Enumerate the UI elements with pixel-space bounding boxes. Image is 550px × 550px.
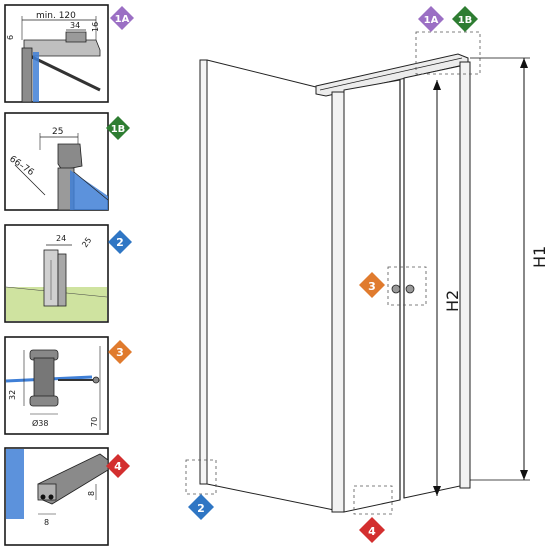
dim-34: 34 [70, 21, 80, 30]
dim-32: 32 [8, 390, 17, 400]
svg-text:1A: 1A [424, 15, 439, 26]
badge-1b-main: 1B [452, 6, 478, 32]
h1-label: H1 [530, 246, 549, 268]
callout-box-1 [415, 31, 481, 75]
badge-1b: 1B [106, 116, 130, 140]
shower-enclosure [199, 53, 471, 513]
detail-3-panel: 32 Ø38 70 [4, 336, 109, 435]
callout-box-4 [353, 485, 393, 515]
svg-text:1B: 1B [458, 15, 473, 26]
badge-3: 3 [108, 340, 132, 364]
badge-1a: 1A [110, 6, 134, 30]
detail-1b-panel: 25 66–76 [4, 112, 109, 211]
badge-4-main: 4 [359, 517, 385, 543]
badge-2-main: 2 [188, 494, 214, 520]
h2-label: H2 [443, 290, 462, 312]
dim-70: 70 [90, 417, 99, 427]
badge-1a-main: 1A [418, 6, 444, 32]
detail-2-panel: 24 25 [4, 224, 109, 323]
svg-text:3: 3 [116, 346, 124, 359]
dim-min-120: min. 120 [36, 11, 76, 21]
dim-8-width: 8 [44, 518, 49, 527]
badge-4: 4 [106, 454, 130, 478]
dimension-h2: H2 [433, 80, 462, 496]
detail-4-panel: 8 8 [4, 447, 109, 546]
dim-38: Ø38 [32, 418, 48, 428]
dim-8-height: 8 [87, 491, 96, 496]
dim-25: 25 [52, 127, 63, 137]
svg-text:4: 4 [368, 525, 376, 538]
badge-3-main: 3 [359, 272, 385, 298]
detail-1a-panel: min. 120 34 16 6 [4, 4, 109, 103]
svg-text:4: 4 [114, 460, 122, 473]
callout-box-3 [387, 266, 427, 306]
dim-24: 24 [56, 234, 66, 243]
svg-text:1A: 1A [115, 14, 130, 25]
svg-text:2: 2 [197, 502, 205, 515]
dimension-h1: H1 [470, 57, 549, 481]
dim-6: 6 [6, 35, 15, 40]
svg-text:1B: 1B [111, 124, 126, 135]
badge-2: 2 [108, 230, 132, 254]
svg-text:2: 2 [116, 236, 124, 249]
dim-16: 16 [91, 22, 100, 32]
svg-text:3: 3 [368, 280, 376, 293]
